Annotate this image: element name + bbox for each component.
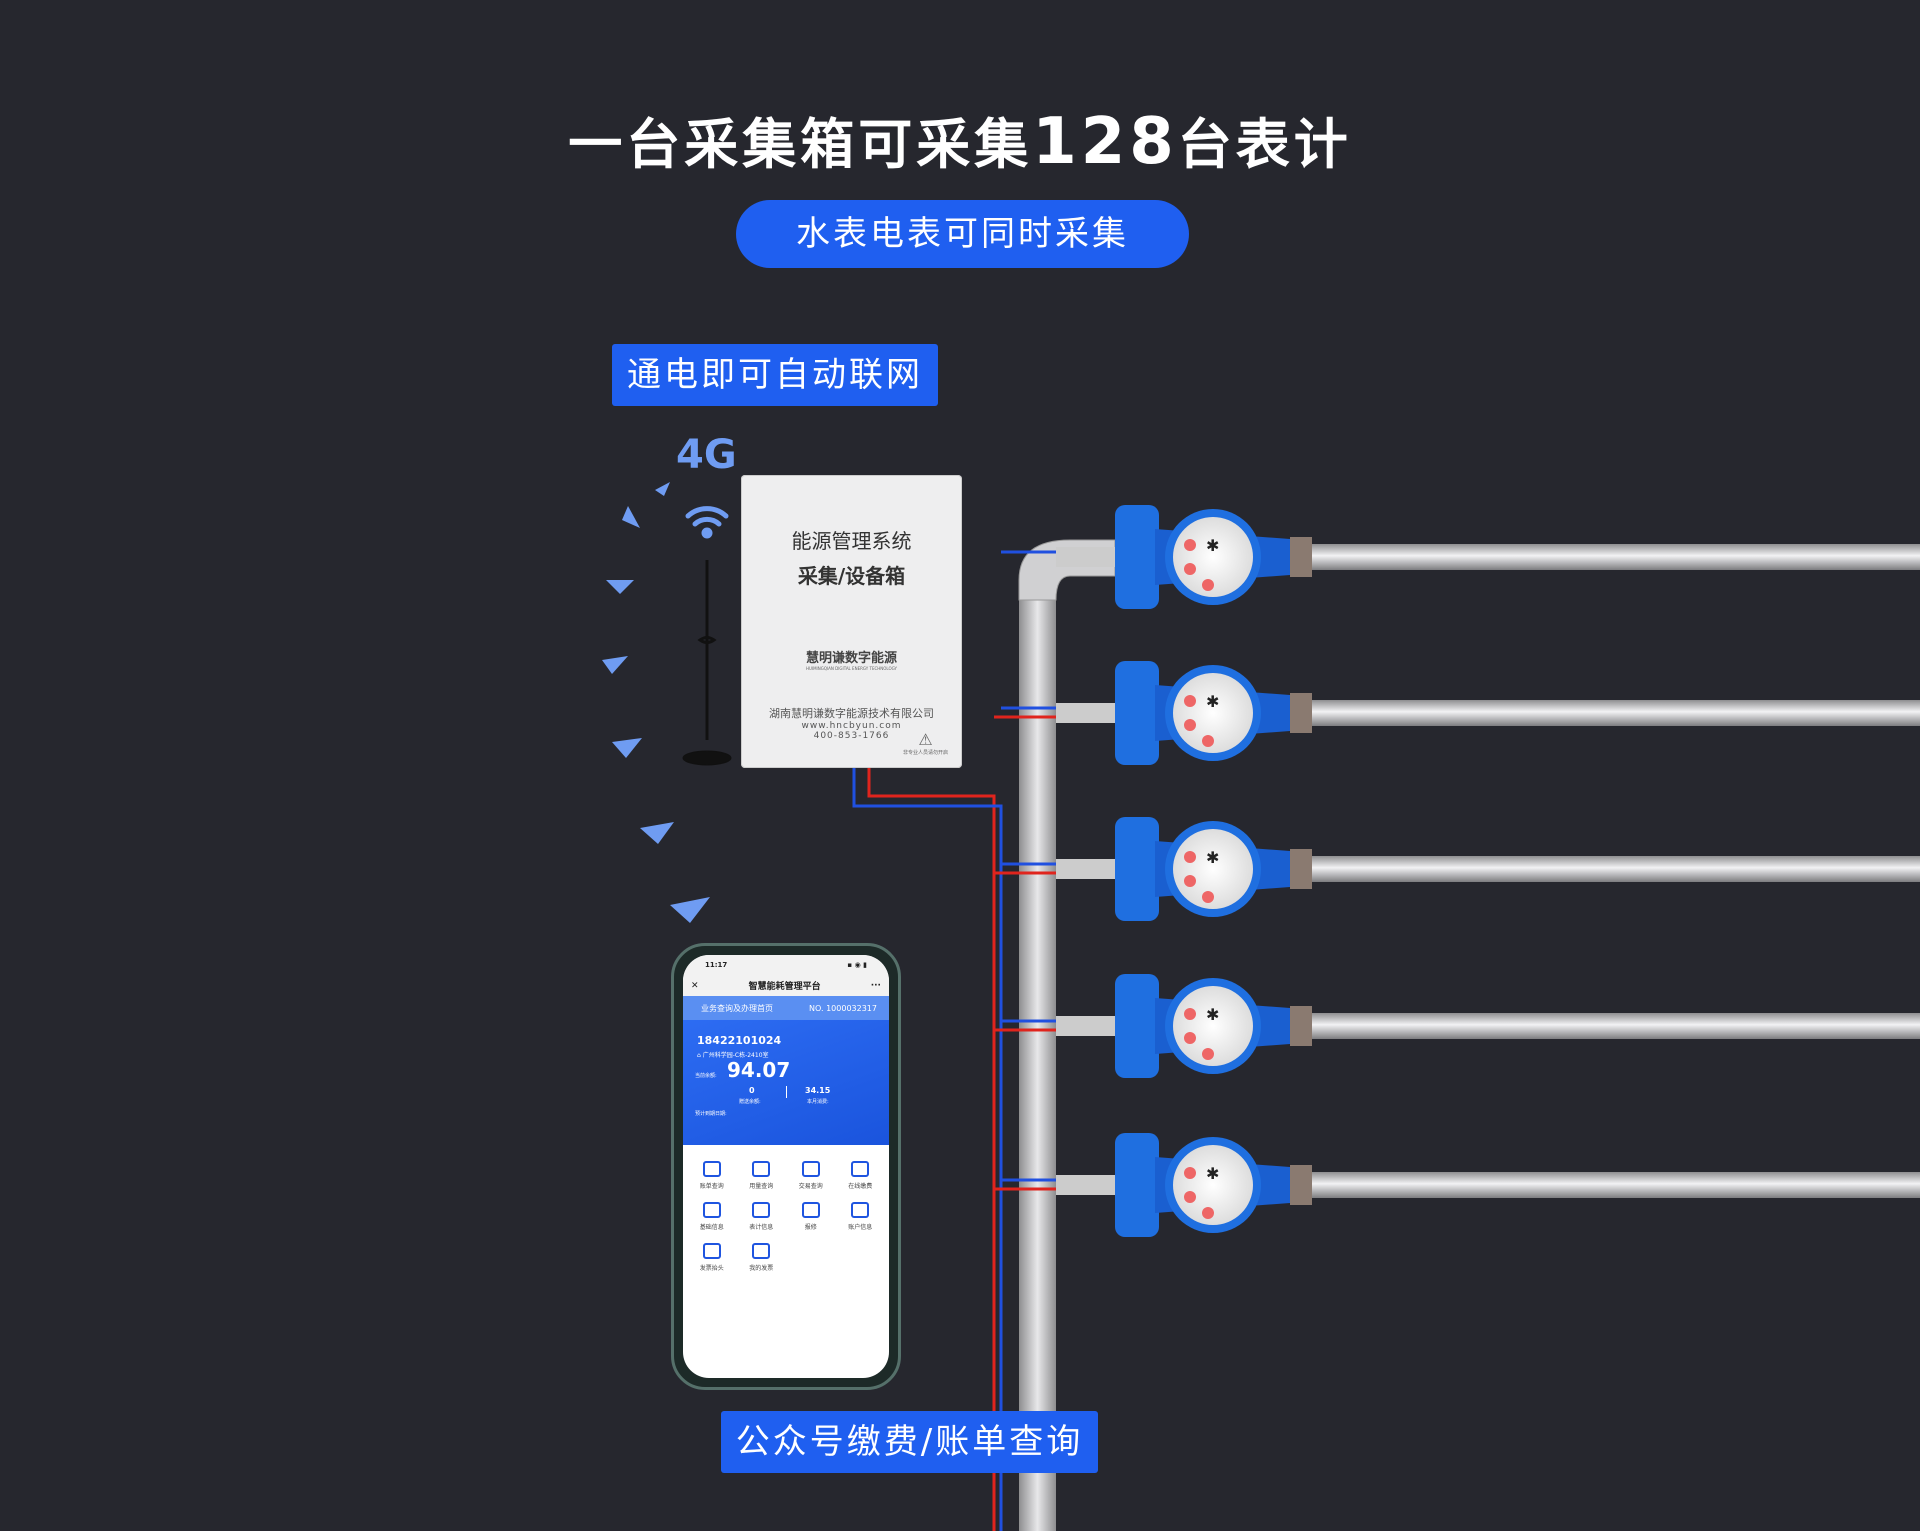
menu-item-label: 交易查询 <box>798 1183 823 1190</box>
collector-box: 能源管理系统 采集/设备箱 慧明谦数字能源 HUIMINGQIAN DIGITA… <box>741 475 962 768</box>
menu-item-label: 账户信息 <box>848 1224 873 1231</box>
branch-pipe <box>1300 700 1920 726</box>
account-id: 18422101024 <box>697 1034 782 1047</box>
expiry-label: 预计到期日期: <box>695 1111 727 1117</box>
water-meter: ✱ <box>994 817 1920 921</box>
account-icon <box>851 1202 870 1218</box>
headline-number: 128 <box>1032 105 1178 179</box>
menu-item-label: 发票抬头 <box>699 1265 724 1272</box>
divider <box>786 1086 787 1098</box>
menu-item-label: 用量查询 <box>749 1183 774 1190</box>
svg-text:✱: ✱ <box>1206 848 1219 867</box>
menu-item[interactable]: 用量查询 <box>737 1161 787 1190</box>
subtitle-pill: 水表电表可同时采集 <box>736 200 1189 268</box>
menu-item[interactable]: 我的发票 <box>737 1243 787 1272</box>
transaction-search-icon <box>801 1161 820 1177</box>
menu-item[interactable]: 账户信息 <box>836 1202 886 1231</box>
company-name: 湖南慧明谦数字能源技术有限公司 <box>769 707 934 720</box>
svg-text:✱: ✱ <box>1206 536 1219 555</box>
gift-balance-label: 赠送余额: <box>739 1099 761 1105</box>
menu-item-label: 我的发票 <box>749 1265 774 1272</box>
close-icon[interactable]: ✕ <box>691 980 699 991</box>
account-summary: 业务查询及办理首页 NO. 1000032317 18422101024 ⌂ 广州… <box>683 996 889 1145</box>
repair-icon <box>801 1202 820 1218</box>
phone-screen: 11:17 ▪ ◉ ▮ ✕ 智慧能耗管理平台 ··· 业务查询及办理首页 NO. 100… <box>683 955 889 1378</box>
status-time: 11:17 <box>705 961 728 969</box>
account-number: NO. 1000032317 <box>809 1003 877 1013</box>
bill-icon <box>702 1161 721 1177</box>
menu-item[interactable]: 发票抬头 <box>687 1243 737 1272</box>
menu-item-label: 报修 <box>804 1224 817 1231</box>
invoice-icon <box>752 1243 771 1259</box>
menu-item[interactable]: 报修 <box>786 1202 836 1231</box>
gift-balance-value: 0 <box>749 1086 755 1095</box>
branch-pipe <box>1300 1013 1920 1039</box>
warning-text: 非专业人员请勿开启 <box>902 750 948 756</box>
water-meter: ✱ <box>994 661 1920 765</box>
invoice-title-icon <box>702 1243 721 1259</box>
brand-logo-text: 慧明谦数字能源 <box>805 651 897 666</box>
antenna-icon <box>682 560 732 766</box>
main-pipe <box>1019 600 1056 1531</box>
warning-label: ⚠非专业人员请勿开启 <box>903 730 948 756</box>
signal-wires <box>852 768 1003 1531</box>
water-meter: ✱ <box>994 974 1920 1078</box>
wifi-icon <box>685 506 729 539</box>
app-navbar: ✕ 智慧能耗管理平台 ··· <box>683 975 889 996</box>
month-consumption-label: 本月消费: <box>807 1099 829 1105</box>
lightning-icon <box>752 1161 771 1177</box>
info-card-icon <box>702 1202 721 1218</box>
water-meter: ✱ <box>994 1133 1920 1237</box>
balance-label: 当前余额: <box>695 1073 717 1079</box>
svg-text:✱: ✱ <box>1206 692 1219 711</box>
warning-icon: ⚠ <box>918 730 933 749</box>
box-subtitle: 采集/设备箱 <box>797 564 906 588</box>
meter-icon <box>752 1202 771 1218</box>
more-icon[interactable]: ··· <box>870 980 881 991</box>
month-consumption-value: 34.15 <box>805 1086 831 1095</box>
balance-value: 94.07 <box>727 1058 791 1082</box>
menu-item[interactable]: 在线缴费 <box>836 1161 886 1190</box>
network-tag: 通电即可自动联网 <box>612 344 938 406</box>
menu-item-label: 账单查询 <box>699 1183 724 1190</box>
company-website: www.hncbyun.com <box>801 721 902 731</box>
menu-item[interactable]: 账单查询 <box>687 1161 737 1190</box>
address: ⌂ 广州科学园-C栋-2410室 <box>697 1052 769 1059</box>
headline: 一台采集箱可采集128台表计 <box>0 100 1920 179</box>
menu-item-label: 基础信息 <box>699 1224 724 1231</box>
app-title: 智慧能耗管理平台 <box>748 982 821 992</box>
svg-text:✱: ✱ <box>1206 1164 1219 1183</box>
4g-label: 4G <box>676 432 737 478</box>
branch-pipe <box>1300 856 1920 882</box>
address-text: 广州科学园-C栋-2410室 <box>702 1052 769 1059</box>
menu-item-label: 在线缴费 <box>848 1183 873 1190</box>
page-title: 业务查询及办理首页 <box>701 1003 773 1013</box>
status-icons: ▪ ◉ ▮ <box>847 961 867 969</box>
service-menu: 账单查询 用量查询 交易查询 在线缴费基础信息 表计信息 报修 账户信息发票抬头 我的发票 <box>683 1145 889 1272</box>
payment-icon <box>851 1161 870 1177</box>
branch-pipe <box>1300 544 1920 570</box>
box-title: 能源管理系统 <box>791 529 912 553</box>
company-phone: 400-853-1766 <box>813 731 890 741</box>
menu-item-label: 表计信息 <box>749 1224 774 1231</box>
brand-logo-en: HUIMINGQIAN DIGITAL ENERGY TECHNOLOGY <box>805 666 897 671</box>
headline-suffix: 台表计 <box>1177 113 1352 176</box>
menu-item[interactable]: 交易查询 <box>786 1161 836 1190</box>
signal-wave-icons <box>602 482 710 923</box>
svg-text:✱: ✱ <box>1206 1005 1219 1024</box>
payment-tag: 公众号缴费/账单查询 <box>721 1411 1098 1473</box>
branch-pipe <box>1300 1172 1920 1198</box>
status-bar: 11:17 ▪ ◉ ▮ <box>683 955 889 975</box>
phone-mockup: 11:17 ▪ ◉ ▮ ✕ 智慧能耗管理平台 ··· 业务查询及办理首页 NO. 100… <box>671 943 901 1390</box>
menu-item[interactable]: 基础信息 <box>687 1202 737 1231</box>
menu-item[interactable]: 表计信息 <box>737 1202 787 1231</box>
headline-text: 一台采集箱可采集 <box>568 113 1033 176</box>
water-meter: ✱ <box>1001 505 1920 609</box>
